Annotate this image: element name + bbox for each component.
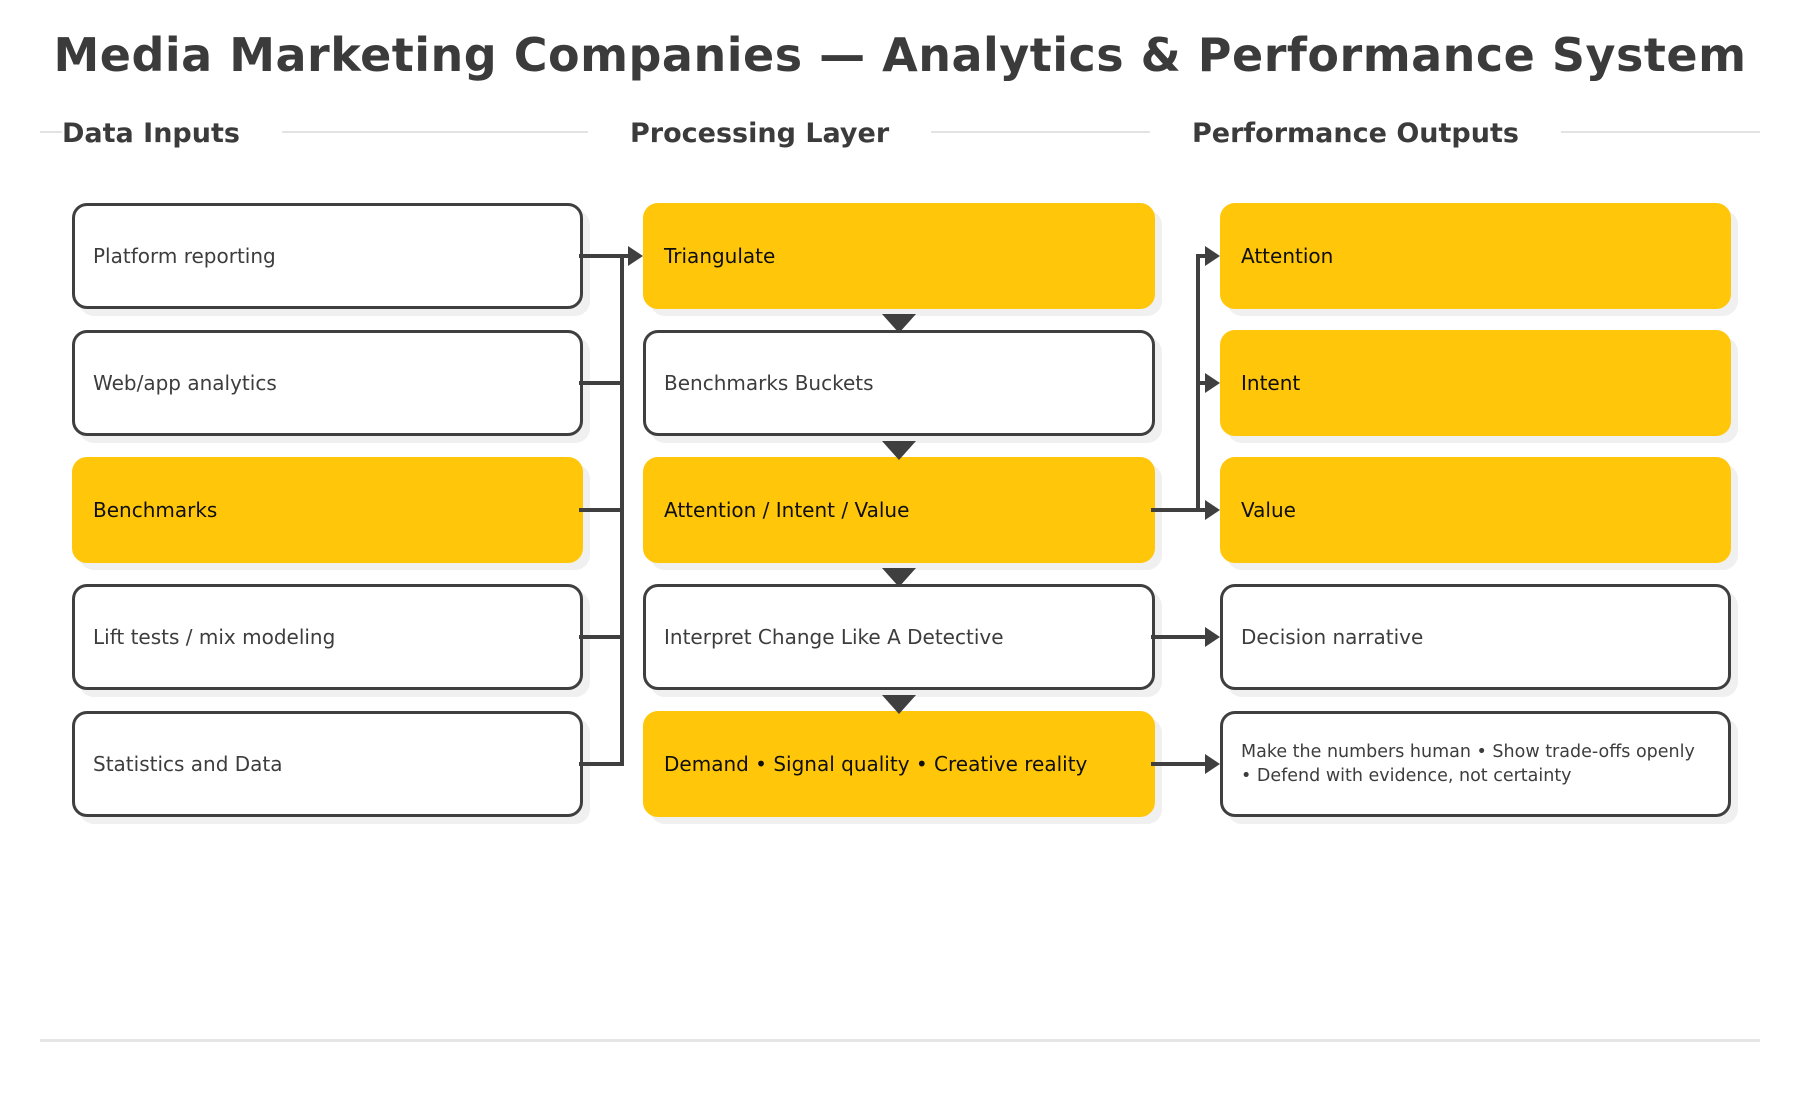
connector-stub-input-3 (579, 508, 622, 512)
node-label: Decision narrative (1241, 625, 1424, 649)
connector-branch-to-attention (1198, 254, 1207, 258)
connector-interpret-to-decision (1151, 635, 1207, 639)
diagram-title: Media Marketing Companies — Analytics & … (53, 28, 1747, 82)
arrowhead-into-decision-narrative (1205, 627, 1220, 647)
node-label: Statistics and Data (93, 752, 283, 776)
arrowhead-into-triangulate (628, 246, 643, 266)
node-label: Interpret Change Like A Detective (664, 625, 1004, 649)
output-box-value: Value (1220, 457, 1731, 563)
output-box-decision-narrative: Decision narrative (1220, 584, 1731, 690)
node-label: Make the numbers human • Show trade-offs… (1241, 741, 1695, 786)
process-box-attention-intent-value: Attention / Intent / Value (643, 457, 1155, 563)
input-box-statistics-and-data: Statistics and Data (72, 711, 583, 817)
node-label: Triangulate (664, 244, 776, 268)
node-label: Benchmarks (93, 498, 218, 522)
output-box-attention: Attention (1220, 203, 1731, 309)
node-label: Lift tests / mix modeling (93, 625, 336, 649)
input-box-benchmarks: Benchmarks (72, 457, 583, 563)
connector-stub-input-5 (579, 762, 622, 766)
connector-trunk-to-triangulate (620, 254, 630, 258)
process-box-triangulate: Triangulate (643, 203, 1155, 309)
arrow-down-triangulate-to-buckets (882, 314, 916, 333)
connector-stub-input-4 (579, 635, 622, 639)
connector-aiv-branch-stub (1151, 508, 1198, 512)
connector-stub-input-1 (579, 254, 622, 258)
column-header-performance-outputs: Performance Outputs (1150, 117, 1561, 151)
node-label: Web/app analytics (93, 371, 277, 395)
arrowhead-into-make-numbers-human (1205, 754, 1220, 774)
arrowhead-into-value (1205, 500, 1220, 520)
node-label: Attention (1241, 244, 1334, 268)
node-label: Benchmarks Buckets (664, 371, 874, 395)
process-box-benchmarks-buckets: Benchmarks Buckets (643, 330, 1155, 436)
process-box-interpret-change: Interpret Change Like A Detective (643, 584, 1155, 690)
output-box-make-numbers-human: Make the numbers human • Show trade-offs… (1220, 711, 1731, 817)
connector-branch-to-intent (1198, 381, 1207, 385)
input-box-lift-tests-mix-modeling: Lift tests / mix modeling (72, 584, 583, 690)
connector-stub-input-2 (579, 381, 622, 385)
connector-demand-to-make-human (1151, 762, 1207, 766)
column-header-data-inputs: Data Inputs (62, 117, 282, 151)
input-box-platform-reporting: Platform reporting (72, 203, 583, 309)
node-label: Intent (1241, 371, 1301, 395)
output-box-intent: Intent (1220, 330, 1731, 436)
node-label: Platform reporting (93, 244, 276, 268)
footer-rule (40, 1039, 1760, 1042)
node-label: Attention / Intent / Value (664, 498, 910, 522)
node-label: Value (1241, 498, 1296, 522)
connector-branch-to-value (1198, 508, 1207, 512)
arrow-down-interpret-to-demand (882, 695, 916, 714)
arrow-down-buckets-to-aiv (882, 441, 916, 460)
arrowhead-into-attention (1205, 246, 1220, 266)
column-header-processing-layer: Processing Layer (588, 117, 932, 151)
process-box-demand-signal-creative: Demand • Signal quality • Creative reali… (643, 711, 1155, 817)
node-label: Demand • Signal quality • Creative reali… (664, 752, 1088, 776)
arrowhead-into-intent (1205, 373, 1220, 393)
connector-trunk-inputs (620, 254, 624, 766)
input-box-web-app-analytics: Web/app analytics (72, 330, 583, 436)
arrow-down-aiv-to-interpret (882, 568, 916, 587)
